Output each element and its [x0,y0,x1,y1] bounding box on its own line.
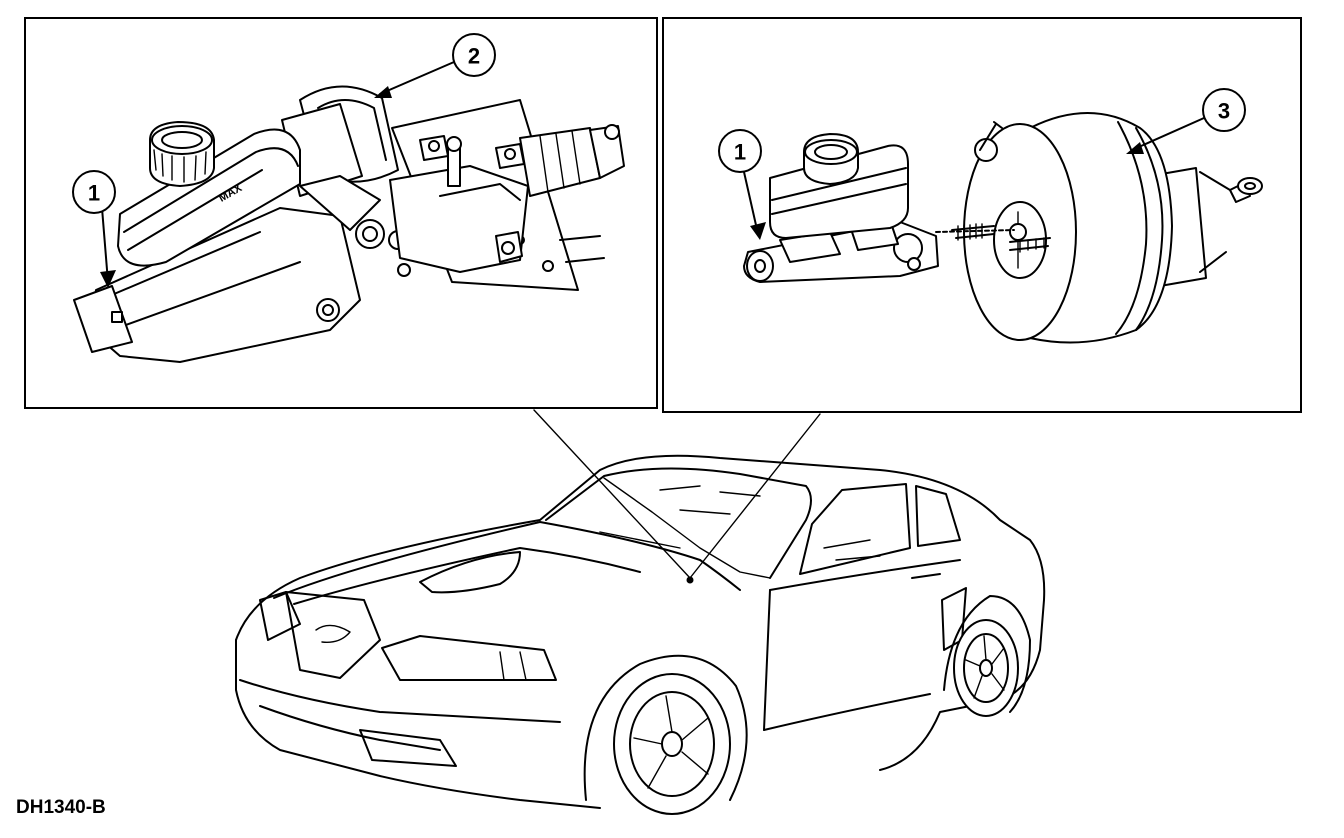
callout-1-left: 1 [72,170,116,288]
callout-2-label: 2 [468,44,480,69]
left-inset-panel: MAX 1 2 [24,17,658,409]
callout-1-left-label: 1 [88,181,100,206]
callout-2: 2 [374,33,496,98]
pushrod-bellows-icon [519,124,625,263]
valve-block-icon [389,135,529,277]
figure-id-label: DH1340-B [16,797,106,818]
master-cylinder-right-icon [743,133,939,283]
callout-3-label: 3 [1218,99,1230,124]
reservoir-icon: MAX [117,121,301,267]
brake-booster-icon [935,112,1263,344]
callout-1-right: 1 [718,129,766,240]
callout-1-right-label: 1 [734,140,746,165]
vehicle-coupe-icon [235,454,1046,815]
right-inset-panel: 1 3 [662,17,1302,413]
master-cylinder-icon [73,103,408,363]
callout-3: 3 [1126,88,1246,154]
